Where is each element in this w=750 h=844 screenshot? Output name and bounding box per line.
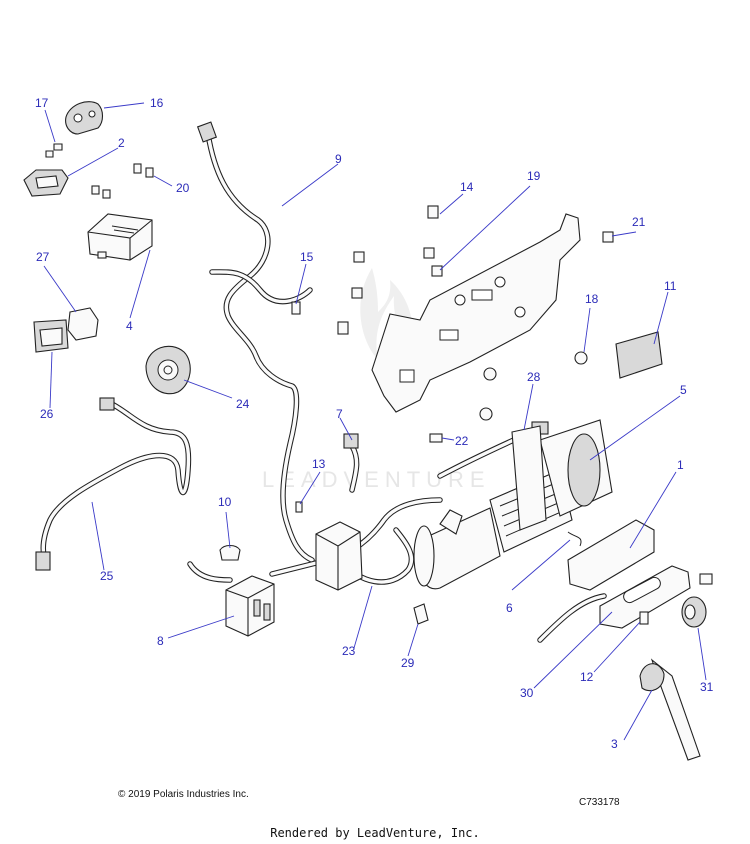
callout-6: 6 <box>506 601 513 615</box>
callout-30: 30 <box>520 686 534 700</box>
callout-4: 4 <box>126 319 133 333</box>
part-3-hook-strap <box>639 658 701 761</box>
callout-19: 19 <box>527 169 541 183</box>
callout-20: 20 <box>176 181 190 195</box>
leader-lines <box>43 102 707 741</box>
callout-22: 22 <box>455 434 469 448</box>
callout-2: 2 <box>118 136 125 150</box>
callout-18: 18 <box>585 292 599 306</box>
callout-16: 16 <box>150 96 164 110</box>
callout-8: 8 <box>157 634 164 648</box>
watermark-text: LEADVENTURE <box>262 467 491 492</box>
part-9-cable <box>196 121 315 563</box>
part-8-contactor <box>187 561 275 637</box>
callout-10: 10 <box>218 495 232 509</box>
callout-3: 3 <box>611 737 618 751</box>
part-4-control-module <box>87 213 153 261</box>
part-18-nut <box>479 351 588 421</box>
part-31-stopper <box>681 596 707 628</box>
part-1-fairlead <box>567 519 691 629</box>
part-17-screws <box>45 143 63 158</box>
callout-23: 23 <box>342 644 356 658</box>
part-23-harness <box>269 497 443 591</box>
part-2-switch-housing <box>23 169 69 197</box>
part-26-rocker-switch <box>33 319 69 353</box>
part-24-end-cap <box>145 345 191 395</box>
callout-12: 12 <box>580 670 594 684</box>
part-11-label <box>615 331 663 379</box>
part-10-clip <box>219 544 241 561</box>
callout-27: 27 <box>36 250 50 264</box>
part-16-bracket <box>65 101 104 135</box>
part-27-switch-bezel <box>67 307 99 341</box>
part-5-winch <box>413 419 613 590</box>
part-13-bolt <box>295 501 303 513</box>
callout-11: 11 <box>664 279 677 293</box>
callout-28: 28 <box>527 370 541 384</box>
callout-25: 25 <box>100 569 114 583</box>
part-12-bolt <box>639 573 713 625</box>
callout-labels: 17 16 2 9 14 19 20 21 27 15 11 18 4 28 5… <box>35 96 714 751</box>
callout-29: 29 <box>401 656 415 670</box>
callout-15: 15 <box>300 250 314 264</box>
part-29-fitting <box>413 603 429 625</box>
callout-1: 1 <box>677 458 684 472</box>
drawing-number: C733178 <box>579 797 620 808</box>
callout-26: 26 <box>40 407 54 421</box>
callout-24: 24 <box>236 397 250 411</box>
callout-7: 7 <box>336 407 343 421</box>
part-19-mounting-plate <box>371 213 581 413</box>
part-25-wire-harness <box>35 397 192 571</box>
part-7-cable <box>343 433 360 493</box>
callout-5: 5 <box>680 383 687 397</box>
part-6-hook <box>567 531 582 547</box>
callout-13: 13 <box>312 457 326 471</box>
callout-9: 9 <box>335 152 342 166</box>
part-21-bolt <box>602 231 614 243</box>
rendered-by-credit: Rendered by LeadVenture, Inc. <box>270 826 480 840</box>
callout-17: 17 <box>35 96 49 110</box>
part-14-bolts <box>337 205 443 335</box>
part-15-bolt <box>291 301 301 315</box>
callout-14: 14 <box>460 180 474 194</box>
part-20-screws <box>91 163 154 199</box>
copyright-notice: © 2019 Polaris Industries Inc. <box>118 789 249 800</box>
part-22-bolt <box>429 433 443 443</box>
callout-21: 21 <box>632 215 646 229</box>
part-30-cable <box>537 593 607 643</box>
callout-31: 31 <box>700 680 714 694</box>
